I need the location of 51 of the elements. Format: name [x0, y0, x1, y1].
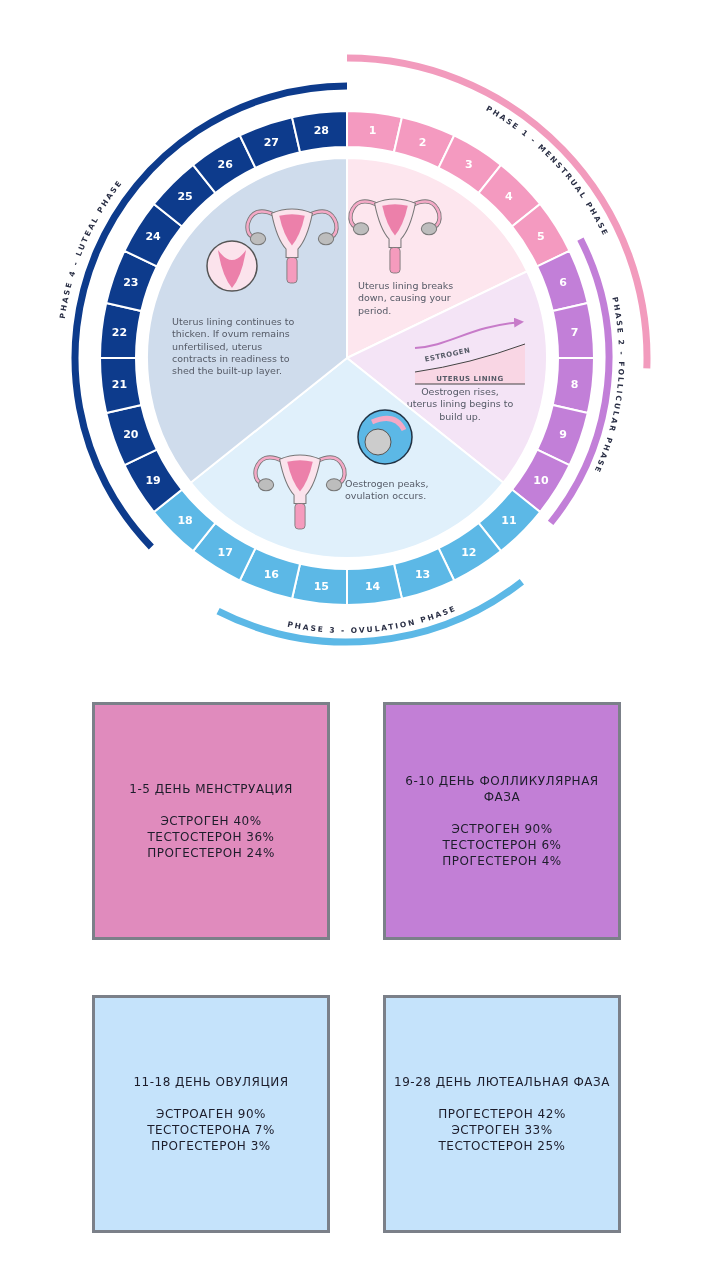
day-segment: 18: [152, 488, 217, 553]
card-heading: 6-10 ДЕНЬ ФОЛЛИКУЛЯРНАЯ ФАЗА: [404, 772, 600, 805]
hormone-percentage: ТЕСТОСТЕРОНА 7%: [147, 1122, 275, 1139]
day-segment: 5: [510, 203, 571, 268]
card-heading: 1-5 ДЕНЬ МЕНСТРУАЦИЯ: [129, 780, 293, 797]
day-segment: 28: [291, 110, 348, 154]
day-segment: 19: [123, 448, 184, 513]
day-segment: 14: [346, 562, 403, 606]
hormone-percentage: ЭСТРОГЕН 33%: [451, 1122, 553, 1139]
info-card: [383, 702, 621, 940]
day-segment: 9: [536, 403, 589, 467]
phase-description: Oestrogen peaks, ovulation occurs.: [345, 478, 430, 503]
day-segment: 25: [152, 163, 217, 228]
day-segment: 17: [192, 521, 257, 582]
day-segment: 10: [510, 448, 571, 513]
day-segment: 24: [123, 203, 184, 268]
day-segment: 21: [99, 357, 143, 414]
day-segment: 27: [238, 116, 302, 169]
day-segment: 26: [192, 134, 257, 195]
phase-description: Oestrogen rises, uterus lining begins to build up.: [405, 386, 515, 424]
phase-description: Uterus lining continues to thicken. If ovum remains unfertilised, uterus contracts in readiness to shed the built-up layer.: [172, 316, 296, 378]
day-segment: 20: [105, 403, 158, 467]
info-card: [383, 995, 621, 1233]
hormone-percentage: ПРОГЕСТЕРОН 24%: [147, 845, 275, 862]
day-segment: 12: [437, 521, 502, 582]
day-segment: 6: [536, 249, 589, 313]
hormone-percentage: ЭСТРОАГЕН 90%: [156, 1105, 266, 1122]
hormone-percentage: ТЕСТОСТЕРОН 25%: [438, 1138, 566, 1155]
day-segment: 13: [392, 547, 456, 600]
hormone-percentage: ПРОГЕСТЕРОН 42%: [438, 1105, 566, 1122]
day-segment: 11: [477, 488, 542, 553]
day-segment: 4: [477, 163, 542, 228]
day-segment: 8: [551, 357, 595, 414]
hormone-percentage: ПРОГЕСТЕРОН 4%: [442, 853, 562, 870]
day-segment: 2: [392, 116, 456, 169]
phase-description: Uterus lining breaks down, causing your period.: [358, 280, 455, 318]
hormone-percentage: ЭСТРОГЕН 90%: [451, 820, 553, 838]
card-heading: 11-18 ДЕНЬ ОВУЛЯЦИЯ: [133, 1073, 289, 1090]
day-segment: 22: [99, 302, 143, 359]
day-segment: 16: [238, 547, 302, 600]
day-segment: 7: [551, 302, 595, 359]
info-card: [92, 995, 330, 1233]
day-segment: 3: [437, 134, 502, 195]
hormone-percentage: ТЕСТОСТЕРОН 36%: [147, 829, 275, 846]
day-segment: 1: [346, 110, 403, 154]
card-heading: 19-28 ДЕНЬ ЛЮТЕАЛЬНАЯ ФАЗА: [394, 1073, 610, 1090]
hormone-percentage: ЭСТРОГЕН 40%: [160, 812, 262, 829]
day-segment: 15: [291, 562, 348, 606]
info-card: [92, 702, 330, 940]
hormone-percentage: ТЕСТОСТЕРОН 6%: [442, 837, 562, 854]
hormone-percentage: ПРОГЕСТЕРОН 3%: [151, 1138, 271, 1155]
